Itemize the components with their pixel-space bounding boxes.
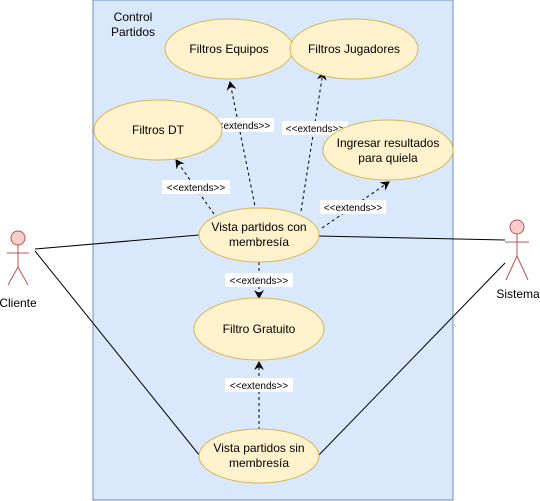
usecase-label-vista-sin-line1: Vista partidos sin: [213, 441, 304, 455]
extends-label-equipos: <<extends>>: [208, 118, 274, 132]
actor-cliente-label: Cliente: [0, 296, 37, 310]
extends-text-3: <<extends>>: [167, 183, 226, 194]
actor-cliente: [7, 230, 29, 286]
boundary-title-line2: Partidos: [111, 25, 155, 39]
extends-arrow-equipos: [226, 81, 257, 212]
usecase-label-filtros-dt: Filtros DT: [132, 123, 185, 137]
actor-cliente-head: [10, 230, 26, 246]
extends-text-1: <<extends>>: [212, 121, 271, 132]
usecase-label-filtro-gratuito: Filtro Gratuito: [223, 322, 296, 336]
actor-sistema-head: [509, 219, 525, 235]
extends-text-4: <<extends>>: [324, 203, 383, 214]
usecase-vista-con-membresia: Vista partidos con membresía: [198, 207, 320, 263]
usecase-filtros-equipos: Filtros Equipos: [164, 18, 294, 80]
extends-text-2: <<extends>>: [286, 124, 345, 135]
assoc-sistema-vista-sin: [317, 262, 506, 457]
extends-text-6: <<extends>>: [230, 381, 289, 392]
extends-arrow-dt: [175, 159, 215, 215]
actor-sistema: [505, 219, 529, 281]
usecase-vista-sin-membresia: Vista partidos sin membresía: [198, 428, 320, 484]
usecase-filtros-dt: Filtros DT: [93, 99, 223, 161]
assoc-cliente-vista-sin: [34, 250, 201, 457]
usecase-label-ingresar-line2: para quiela: [358, 151, 418, 165]
extends-label-ingresar: <<extends>>: [320, 200, 386, 214]
extends-label-dt: <<extends>>: [162, 180, 230, 194]
usecase-label-vista-con-line1: Vista partidos con: [211, 220, 306, 234]
usecase-filtros-jugadores: Filtros Jugadores: [289, 18, 419, 80]
extends-arrow-ingresar: [321, 181, 390, 229]
extends-label-gratuito-top: <<extends>>: [225, 273, 293, 287]
usecase-filtro-gratuito: Filtro Gratuito: [193, 297, 325, 361]
extends-label-jugadores: <<extends>>: [282, 121, 348, 135]
assoc-sistema-vista-con: [317, 235, 506, 241]
extends-text-5: <<extends>>: [230, 276, 289, 287]
usecase-ingresar-resultados: Ingresar resultados para quiela: [322, 119, 454, 181]
usecase-label-ingresar-line1: Ingresar resultados: [337, 136, 440, 150]
actor-sistema-label: Sistema: [496, 287, 540, 301]
usecase-label-vista-sin-line2: membresía: [229, 456, 289, 470]
usecase-label-filtros-equipos: Filtros Equipos: [189, 42, 268, 56]
extends-label-gratuito-bottom: <<extends>>: [225, 378, 293, 392]
usecase-label-vista-con-line2: membresía: [229, 235, 289, 249]
usecase-label-filtros-jugadores: Filtros Jugadores: [308, 42, 400, 56]
assoc-cliente-vista-con: [34, 234, 200, 250]
boundary-title-line1: Control: [114, 10, 153, 24]
